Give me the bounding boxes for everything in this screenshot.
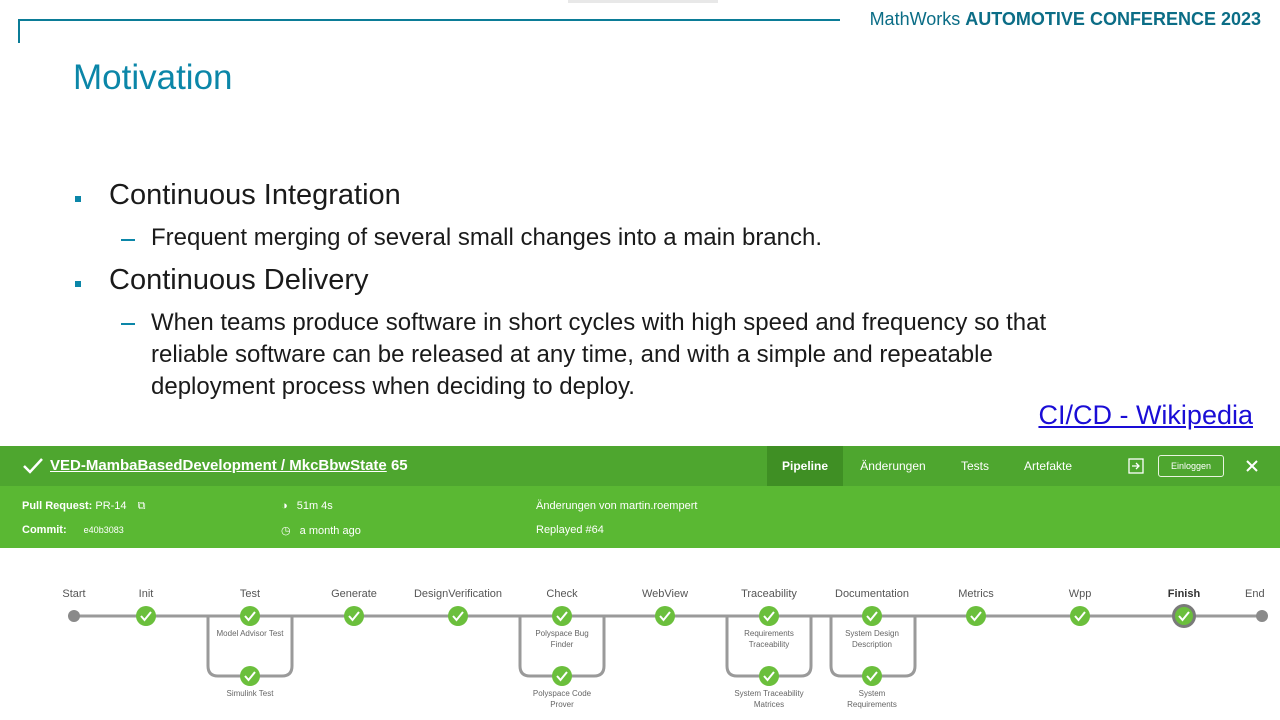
run-number: 65 [390,457,408,474]
tab-tests[interactable]: Tests [960,459,989,473]
stage-node-metrics[interactable] [966,606,986,626]
pr-label: Pull Request: [22,500,93,512]
pull-request-info: Pull Request: PR-14 ⧉ [22,500,145,513]
substage-node-check[interactable] [552,666,572,686]
sub-bullet-marker [121,323,135,325]
stage-node-end[interactable] [1256,610,1268,622]
changes-info: Änderungen von martin.roempert [536,500,698,512]
run-info-bar: Pull Request: PR-14 ⧉ Commit: e40b3083 ◑… [0,486,1280,548]
commit-label: Commit: [22,524,67,536]
top-faint-bar [568,0,718,3]
stage-node-test[interactable] [240,606,260,626]
duration-icon: ◑ [281,500,288,512]
bullet-cd-detail-line2: reliable software can be released at any… [151,341,993,368]
header-rule-corner [18,19,20,43]
stage-node-start[interactable] [68,610,80,622]
conference-name: AUTOMOTIVE CONFERENCE 2023 [965,9,1261,29]
tab-pipeline[interactable]: Pipeline [767,446,843,486]
wikipedia-link[interactable]: CI/CD - Wikipedia [1038,400,1253,430]
jenkins-pipeline-panel: VED-MambaBasedDevelopment / MkcBbwState … [0,446,1280,720]
stage-node-designverification[interactable] [448,606,468,626]
tab-changes[interactable]: Änderungen [860,459,926,473]
substage-label-documentation-2: System Requirements [847,689,897,709]
stage-label-designverification: DesignVerification [413,588,503,600]
commit-info: Commit: e40b3083 [22,524,124,536]
bullet-cd-detail-line3: deployment process when deciding to depl… [151,373,635,400]
bullet-ci-detail: Frequent merging of several small change… [151,224,823,251]
job-path-link[interactable]: VED-MambaBasedDevelopment / MkcBbwState [50,457,387,474]
stage-label-webview: WebView [641,588,689,600]
stage-label-metrics: Metrics [958,588,994,600]
tab-artifacts[interactable]: Artefakte [1023,459,1073,473]
clock-icon: ◷ [281,525,291,537]
bullet-marker [75,196,81,202]
close-icon[interactable] [1245,459,1259,473]
stage-node-finish[interactable] [1172,604,1196,628]
substage-label-traceability-1: Requirements Traceability [744,629,794,649]
stage-label-start: Start [62,588,86,600]
stage-node-documentation[interactable] [862,606,882,626]
time-ago: a month ago [299,525,361,537]
stage-label-finish: Finish [1167,588,1201,600]
substage-label-traceability-2: System Traceability Matrices [734,689,804,709]
stage-label-generate: Generate [331,588,377,600]
pipeline-header-bar: VED-MambaBasedDevelopment / MkcBbwState … [0,446,1280,486]
stage-node-wpp[interactable] [1070,606,1090,626]
stage-label-test: Test [239,588,261,600]
substage-node-documentation[interactable] [862,666,882,686]
substage-node-test[interactable] [240,666,260,686]
bullet-ci: Continuous Integration [109,179,401,211]
replayed-info: Replayed #64 [536,524,604,536]
pr-value[interactable]: PR-14 [95,500,127,512]
stage-node-webview[interactable] [655,606,675,626]
stage-node-check[interactable] [552,606,572,626]
substage-label-documentation-1: System Design Description [845,629,899,649]
duration-info: ◑ 51m 4s [281,500,333,512]
substage-label-check-2: Polyspace Code Prover [532,689,592,709]
pipeline-title[interactable]: VED-MambaBasedDevelopment / MkcBbwState … [50,457,408,474]
substage-label-test-1: Model Advisor Test [216,629,284,638]
logout-icon[interactable] [1128,458,1144,474]
substage-label-test-2: Simulink Test [226,689,274,698]
bullet-marker [75,281,81,287]
duration-value: 51m 4s [296,500,333,512]
time-info: ◷ a month ago [281,524,361,537]
stage-node-generate[interactable] [344,606,364,626]
substage-node-traceability[interactable] [759,666,779,686]
success-check-icon [23,458,43,474]
stage-node-traceability[interactable] [759,606,779,626]
header-rule [18,19,840,21]
stage-label-init: Init [138,588,154,600]
sub-bullet-marker [121,239,135,241]
bullet-cd: Continuous Delivery [109,264,369,296]
bullet-cd-detail-line1: When teams produce software in short cyc… [151,309,1047,336]
brand-name: MathWorks [869,9,961,29]
commit-hash[interactable]: e40b3083 [83,525,124,535]
stage-label-traceability: Traceability [741,588,797,600]
login-button[interactable]: Einloggen [1158,455,1224,477]
stage-label-documentation: Documentation [835,588,909,600]
conference-banner: MathWorks AUTOMOTIVE CONFERENCE 2023 [870,9,1261,30]
pipeline-graph [68,604,1268,686]
substage-label-check-1: Polyspace Bug Finder [535,629,589,649]
external-link-icon[interactable]: ⧉ [137,500,146,512]
stage-label-wpp: Wpp [1068,588,1092,600]
slide-title: Motivation [73,58,233,97]
stage-label-check: Check [546,588,578,600]
stage-label-end: End [1245,588,1265,600]
stage-node-init[interactable] [136,606,156,626]
